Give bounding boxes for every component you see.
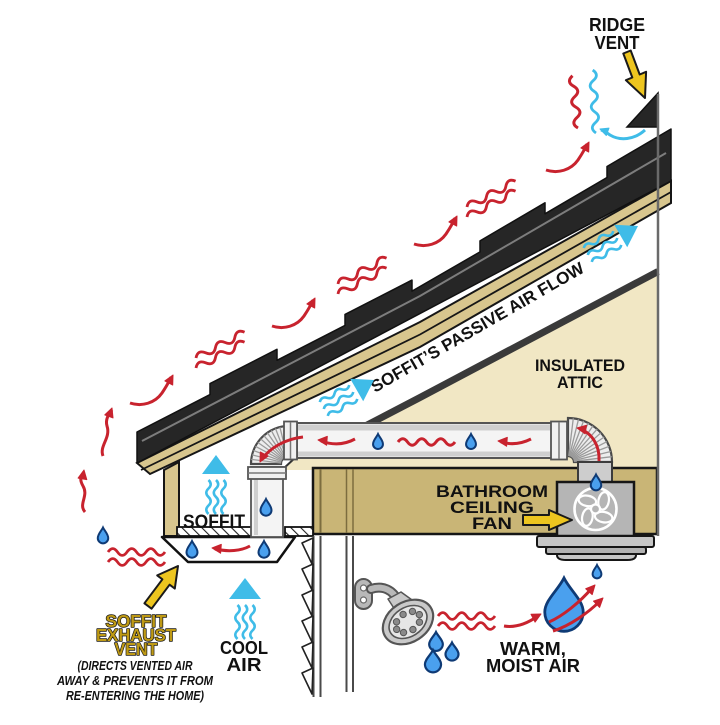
svg-text:WARM,: WARM, — [500, 639, 566, 659]
svg-text:VENT: VENT — [595, 33, 640, 53]
svg-text:AIR: AIR — [227, 655, 262, 675]
svg-text:MOIST AIR: MOIST AIR — [486, 656, 580, 676]
svg-text:SOFFIT: SOFFIT — [183, 512, 245, 533]
svg-text:COOL: COOL — [220, 638, 268, 658]
svg-text:EXHAUST: EXHAUST — [96, 625, 176, 645]
svg-text:(DIRECTS VENTED AIR: (DIRECTS VENTED AIR — [78, 658, 193, 673]
svg-text:FAN: FAN — [472, 514, 512, 533]
svg-text:ATTIC: ATTIC — [557, 373, 603, 392]
svg-text:CEILING: CEILING — [450, 498, 534, 517]
svg-text:SOFFIT: SOFFIT — [106, 611, 167, 631]
svg-text:AWAY & PREVENTS IT FROM: AWAY & PREVENTS IT FROM — [56, 673, 214, 688]
svg-text:RE-ENTERING THE HOME): RE-ENTERING THE HOME) — [66, 688, 204, 703]
svg-text:VENT: VENT — [115, 639, 158, 659]
svg-text:BATHROOM: BATHROOM — [436, 482, 548, 501]
svg-text:INSULATED: INSULATED — [535, 356, 625, 375]
svg-text:RIDGE: RIDGE — [589, 15, 645, 35]
